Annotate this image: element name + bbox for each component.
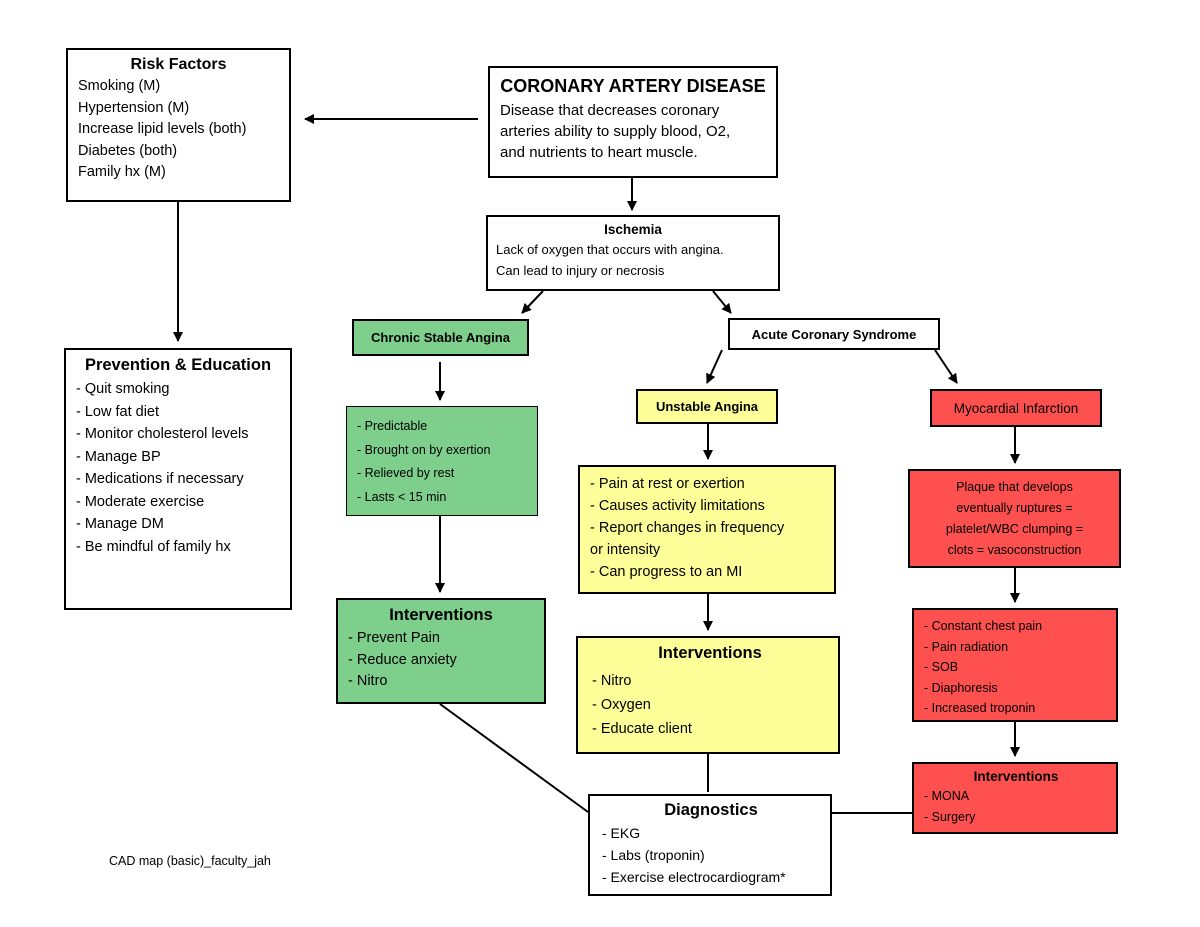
cad-description: Disease that decreases coronary arteries…: [500, 100, 766, 163]
prevention-item: - Moderate exercise: [76, 493, 205, 510]
mi-description-line: Plaque that develops: [956, 480, 1073, 494]
risk-factors-title: Risk Factors: [130, 56, 227, 73]
mi-intervention-item: - MONA: [924, 789, 970, 803]
unstable-angina-box: Unstable Angina: [636, 389, 778, 424]
risk-factor-item: Diabetes (both): [78, 142, 178, 159]
myocardial-infarction-title: Myocardial Infarction: [953, 400, 1079, 416]
prevention-list: - Quit smoking - Low fat diet - Monitor …: [76, 378, 280, 558]
cad-line: Disease that decreases coronary: [500, 102, 720, 119]
ischemia-box: Ischemia Lack of oxygen that occurs with…: [486, 215, 780, 291]
chronic-characteristic-item: - Lasts < 15 min: [357, 489, 447, 504]
diagnostics-item: - Exercise electrocardiogram*: [602, 869, 786, 885]
mi-symptom-item: - Constant chest pain: [924, 619, 1043, 633]
chronic-characteristic-item: - Relieved by rest: [357, 466, 455, 480]
chronic-stable-angina-box: Chronic Stable Angina: [352, 319, 529, 356]
chronic-interventions-box: Interventions - Prevent Pain - Reduce an…: [336, 598, 546, 704]
unstable-intervention-item: - Nitro: [592, 673, 632, 689]
mi-interventions-list: - MONA - Surgery: [924, 786, 1108, 827]
cad-title: CORONARY ARTERY DISEASE: [500, 76, 766, 96]
cad-line: arteries ability to supply blood, O2,: [500, 123, 731, 140]
mi-description-box: Plaque that develops eventually ruptures…: [908, 469, 1121, 568]
unstable-characteristic-item: - Pain at rest or exertion: [590, 476, 745, 492]
risk-factor-item: Increase lipid levels (both): [78, 121, 247, 137]
diagnostics-box: Diagnostics - EKG - Labs (troponin) - Ex…: [588, 794, 832, 896]
unstable-angina-title: Unstable Angina: [655, 399, 759, 414]
mi-symptom-item: - Diaphoresis: [924, 680, 998, 695]
diagnostics-list: - EKG - Labs (troponin) - Exercise elect…: [602, 822, 820, 888]
prevention-box: Prevention & Education - Quit smoking - …: [64, 348, 292, 610]
acute-coronary-syndrome-title: Acute Coronary Syndrome: [751, 326, 917, 342]
diagnostics-item: - Labs (troponin): [602, 847, 705, 863]
prevention-item: - Medications if necessary: [76, 471, 244, 487]
risk-factors-list: Smoking (M) Hypertension (M) Increase li…: [78, 76, 279, 184]
risk-factor-item: Hypertension (M): [78, 99, 190, 116]
prevention-item: - Monitor cholesterol levels: [76, 426, 249, 442]
unstable-interventions-title: Interventions: [658, 644, 762, 662]
mi-intervention-item: - Surgery: [924, 809, 976, 824]
ischemia-title: Ischemia: [604, 222, 662, 237]
risk-factor-item: Smoking (M): [78, 78, 161, 94]
ischemia-description: Lack of oxygen that occurs with angina. …: [496, 239, 770, 281]
mi-description-line: clots = vasoconstruction: [947, 543, 1082, 557]
myocardial-infarction-box: Myocardial Infarction: [930, 389, 1102, 427]
chronic-intervention-item: - Prevent Pain: [348, 630, 440, 646]
prevention-title: Prevention & Education: [84, 356, 272, 374]
prevention-item: - Manage DM: [76, 516, 164, 532]
chronic-characteristic-item: - Predictable: [357, 419, 428, 433]
unstable-characteristic-item: - Causes activity limitations: [590, 498, 765, 514]
mi-interventions-box: Interventions - MONA - Surgery: [912, 762, 1118, 834]
acute-coronary-syndrome-box: Acute Coronary Syndrome: [728, 318, 940, 350]
unstable-characteristics-list: - Pain at rest or exertion - Causes acti…: [590, 473, 824, 583]
footer-caption: CAD map (basic)_faculty_jah: [109, 854, 271, 868]
prevention-item: - Quit smoking: [76, 381, 170, 397]
mi-description: Plaque that develops eventually ruptures…: [914, 477, 1115, 561]
chronic-interventions-list: - Prevent Pain - Reduce anxiety - Nitro: [348, 628, 534, 693]
chronic-interventions-title: Interventions: [389, 606, 493, 624]
mi-symptom-item: - Pain radiation: [924, 639, 1009, 654]
unstable-characteristic-item: - Can progress to an MI: [590, 564, 743, 580]
risk-factor-item: Family hx (M): [78, 164, 166, 180]
risk-factors-box: Risk Factors Smoking (M) Hypertension (M…: [66, 48, 291, 202]
chronic-stable-angina-title: Chronic Stable Angina: [371, 330, 510, 345]
prevention-item: - Low fat diet: [76, 403, 160, 420]
unstable-characteristic-item: - Report changes in frequency: [590, 520, 785, 536]
chronic-characteristic-item: - Brought on by exertion: [357, 442, 491, 457]
ischemia-line: Lack of oxygen that occurs with angina.: [496, 242, 724, 257]
chronic-characteristics-list: - Predictable - Brought on by exertion -…: [357, 415, 527, 509]
unstable-intervention-item: - Oxygen: [592, 697, 651, 713]
prevention-item: - Manage BP: [76, 448, 161, 465]
unstable-characteristic-item: or intensity: [590, 542, 661, 558]
line-chronic-to-diagnostics: [439, 703, 589, 813]
unstable-characteristics-box: - Pain at rest or exertion - Causes acti…: [578, 465, 836, 594]
ischemia-line: Can lead to injury or necrosis: [496, 263, 665, 278]
mi-symptom-item: - Increased troponin: [924, 701, 1036, 715]
cad-box: CORONARY ARTERY DISEASE Disease that dec…: [488, 66, 778, 178]
diagnostics-title: Diagnostics: [664, 801, 758, 819]
unstable-interventions-box: Interventions - Nitro - Oxygen - Educate…: [576, 636, 840, 754]
mi-symptoms-list: - Constant chest pain - Pain radiation -…: [924, 616, 1108, 719]
arrow-acs-to-unstable: [706, 349, 723, 384]
chronic-intervention-item: - Nitro: [348, 673, 388, 689]
cad-line: and nutrients to heart muscle.: [500, 144, 698, 161]
arrow-acs-to-mi: [934, 349, 958, 384]
chronic-characteristics-box: - Predictable - Brought on by exertion -…: [346, 406, 538, 516]
arrow-ischemia-to-chronic: [521, 290, 544, 314]
prevention-item: - Be mindful of family hx: [76, 538, 231, 555]
mi-description-line: eventually ruptures =: [956, 501, 1073, 515]
arrow-ischemia-to-acs: [712, 290, 732, 314]
unstable-intervention-item: - Educate client: [592, 721, 692, 737]
diagnostics-item: - EKG: [602, 825, 641, 841]
chronic-intervention-item: - Reduce anxiety: [348, 651, 457, 668]
mi-interventions-title: Interventions: [973, 769, 1059, 784]
mi-symptom-item: - SOB: [924, 660, 959, 674]
mi-symptoms-box: - Constant chest pain - Pain radiation -…: [912, 608, 1118, 722]
unstable-interventions-list: - Nitro - Oxygen - Educate client: [592, 669, 828, 741]
mi-description-line: platelet/WBC clumping =: [945, 522, 1084, 536]
